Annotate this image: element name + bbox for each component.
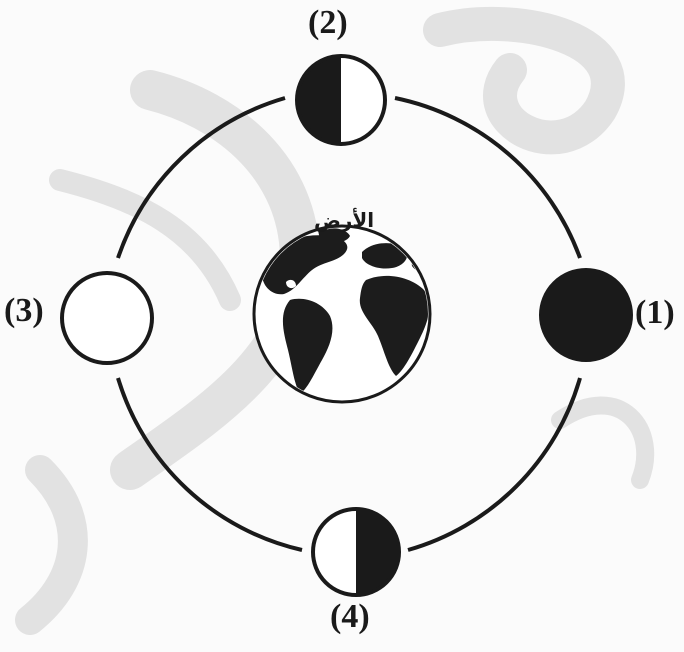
moon-phase-3 xyxy=(62,273,152,363)
moon-phase-4 xyxy=(313,509,399,595)
phase-label-1: (1) xyxy=(635,296,675,330)
phase-label-2: (2) xyxy=(308,6,348,40)
moon-phase-2 xyxy=(297,56,385,144)
phase-label-3: (3) xyxy=(4,294,44,328)
moon-phase-1 xyxy=(541,270,631,360)
phase-label-4: (4) xyxy=(330,600,370,634)
earth-label: الأرض xyxy=(314,210,374,230)
orbit-arc-bottom-right xyxy=(408,378,580,550)
earth xyxy=(254,226,432,402)
